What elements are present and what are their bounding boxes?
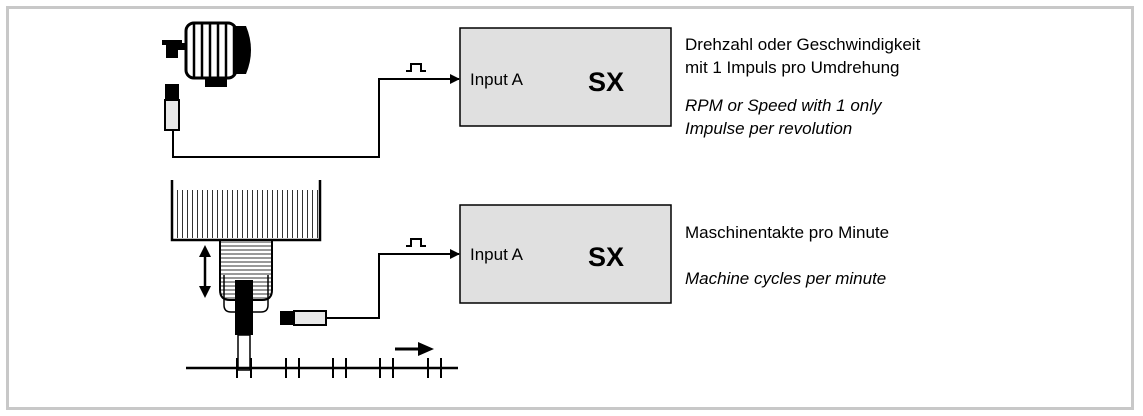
- desc-line: Impulse per revolution: [685, 119, 853, 138]
- double-arrow-icon: [199, 245, 211, 298]
- description-en: Machine cycles per minute: [685, 267, 886, 290]
- box-title: SX: [588, 242, 624, 272]
- tank-icon: [170, 180, 322, 242]
- piston-icon: [219, 239, 273, 371]
- sensor-icon: [164, 84, 180, 131]
- description-de: Maschinentakte pro Minute: [685, 221, 889, 244]
- motor-icon: [162, 21, 251, 87]
- description-de: Drehzahl oder Geschwindigkeit mit 1 Impu…: [685, 33, 920, 79]
- desc-line: Maschinentakte pro Minute: [685, 223, 890, 242]
- signal-line-1: [172, 74, 460, 158]
- pulse-icon: [406, 63, 426, 72]
- desc-line: mit 1 Impuls pro Umdrehung: [685, 58, 900, 77]
- description-en: RPM or Speed with 1 only Impulse per rev…: [685, 94, 882, 140]
- box-input-label: Input A: [470, 245, 524, 264]
- box-title: SX: [588, 67, 624, 97]
- direction-arrow-icon: [395, 342, 434, 356]
- desc-line: Drehzahl oder Geschwindigkeit: [685, 35, 921, 54]
- sx-module-box: Input A SX: [459, 27, 672, 127]
- desc-line: RPM or Speed with 1 only: [685, 96, 882, 115]
- sensor-icon: [280, 310, 327, 326]
- signal-line-2: [326, 249, 460, 319]
- sx-module-box: Input A SX: [459, 204, 672, 304]
- conveyor-icon: [186, 358, 458, 378]
- box-input-label: Input A: [470, 70, 524, 89]
- pulse-icon: [406, 238, 426, 247]
- desc-line: Machine cycles per minute: [685, 269, 887, 288]
